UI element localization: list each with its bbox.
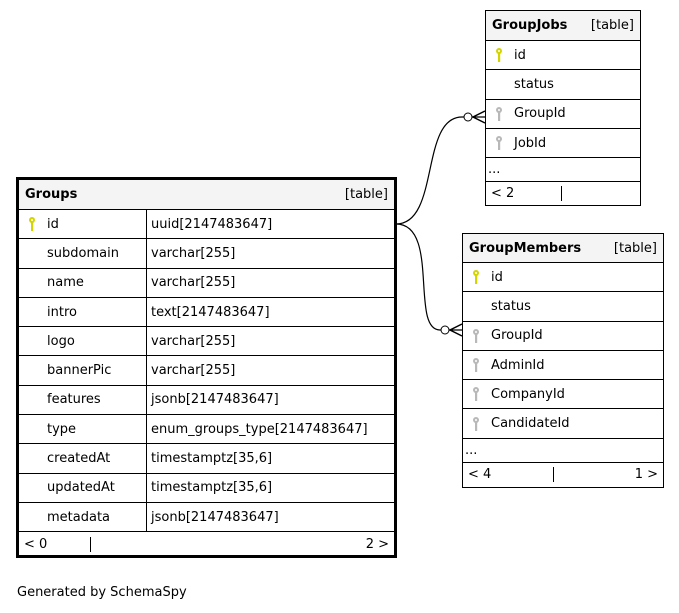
edge-groupjobs-optional-marker xyxy=(463,112,473,122)
column-name: GroupId xyxy=(491,328,543,344)
column-name: createdAt xyxy=(19,444,147,473)
primary-key-icon xyxy=(29,217,35,232)
column-row[interactable]: JobId xyxy=(486,129,640,159)
column-name: subdomain xyxy=(19,239,147,268)
table-header: GroupMembers [table] xyxy=(463,234,663,263)
table-name: GroupJobs xyxy=(492,18,568,33)
column-row[interactable]: CompanyId xyxy=(463,380,663,410)
column-type: text[2147483647] xyxy=(151,304,270,320)
column-row[interactable]: status xyxy=(486,70,640,100)
column-name: AdminId xyxy=(491,357,545,373)
primary-key-icon xyxy=(496,48,502,63)
children-count[interactable]: 1 > xyxy=(634,467,658,483)
column-type: varchar[255] xyxy=(151,275,236,291)
table-name: GroupMembers xyxy=(469,240,582,256)
column-name: bannerPic xyxy=(19,356,147,385)
column-name: status xyxy=(514,76,554,92)
column-name: GroupId xyxy=(514,106,566,122)
column-row[interactable]: GroupId xyxy=(463,322,663,351)
table-header: GroupJobs [table] xyxy=(486,11,640,41)
foreign-key-icon xyxy=(496,136,502,151)
more-columns: ... xyxy=(486,158,640,183)
edge-groupjobs-crowfoot xyxy=(471,110,486,124)
column-name: CompanyId xyxy=(491,386,565,402)
table-header: Groups [table] xyxy=(19,180,394,210)
column-type: varchar[255] xyxy=(151,245,236,261)
column-type: timestamptz[35,6] xyxy=(151,480,273,496)
table-kind: [table] xyxy=(344,187,388,202)
edge-groups-groupjobs xyxy=(395,116,485,225)
table-kind: [table] xyxy=(613,240,657,256)
foreign-key-icon xyxy=(473,358,479,373)
more-columns: ... xyxy=(463,439,663,463)
column-type: jsonb[2147483647] xyxy=(151,509,279,525)
column-type: varchar[255] xyxy=(151,333,236,349)
column-name: intro xyxy=(19,297,147,327)
column-name: id xyxy=(491,269,503,285)
foreign-key-icon xyxy=(473,387,479,402)
table-footer: < 2 xyxy=(486,182,640,205)
parents-count[interactable]: < 0 xyxy=(19,536,91,552)
column-row[interactable]: CandidateId xyxy=(463,409,663,439)
column-type: enum_groups_type[2147483647] xyxy=(151,421,368,437)
column-name: name xyxy=(19,268,147,297)
column-row[interactable]: GroupId xyxy=(486,100,640,129)
column-type: varchar[255] xyxy=(151,363,236,379)
foreign-key-icon xyxy=(473,416,479,431)
edge-groupmembers-crowfoot xyxy=(448,323,463,337)
column-row[interactable]: AdminId xyxy=(463,351,663,381)
parents-count[interactable]: < 4 xyxy=(463,467,554,483)
column-row[interactable]: id xyxy=(486,41,640,71)
column-type: jsonb[2147483647] xyxy=(151,392,279,408)
column-name: CandidateId xyxy=(491,416,570,432)
column-name: JobId xyxy=(514,135,547,151)
table-footer: < 4 1 > xyxy=(463,463,663,487)
column-row[interactable]: status xyxy=(463,292,663,322)
column-type: timestamptz[35,6] xyxy=(151,451,273,467)
parents-count[interactable]: < 2 xyxy=(486,186,562,202)
foreign-key-icon xyxy=(473,328,479,343)
column-name: updatedAt xyxy=(19,473,147,502)
column-row[interactable]: id xyxy=(463,263,663,293)
column-name: features xyxy=(19,385,147,415)
column-name: status xyxy=(491,298,531,314)
generated-by-note: Generated by SchemaSpy xyxy=(17,585,187,600)
table-name: Groups xyxy=(25,187,78,202)
children-count[interactable]: 2 > xyxy=(365,536,389,552)
foreign-key-icon xyxy=(496,106,502,121)
column-type: uuid[2147483647] xyxy=(151,216,273,232)
primary-key-icon xyxy=(473,270,479,285)
column-name: logo xyxy=(19,327,147,356)
column-name: type xyxy=(19,415,147,444)
edge-groupmembers-optional-marker xyxy=(440,325,450,335)
edge-groups-groupmembers xyxy=(395,223,462,331)
table-footer: < 0 2 > xyxy=(19,532,394,556)
column-name: id xyxy=(514,47,526,63)
column-name: metadata xyxy=(19,502,147,532)
table-kind: [table] xyxy=(590,18,634,33)
column-name: id xyxy=(19,210,147,239)
